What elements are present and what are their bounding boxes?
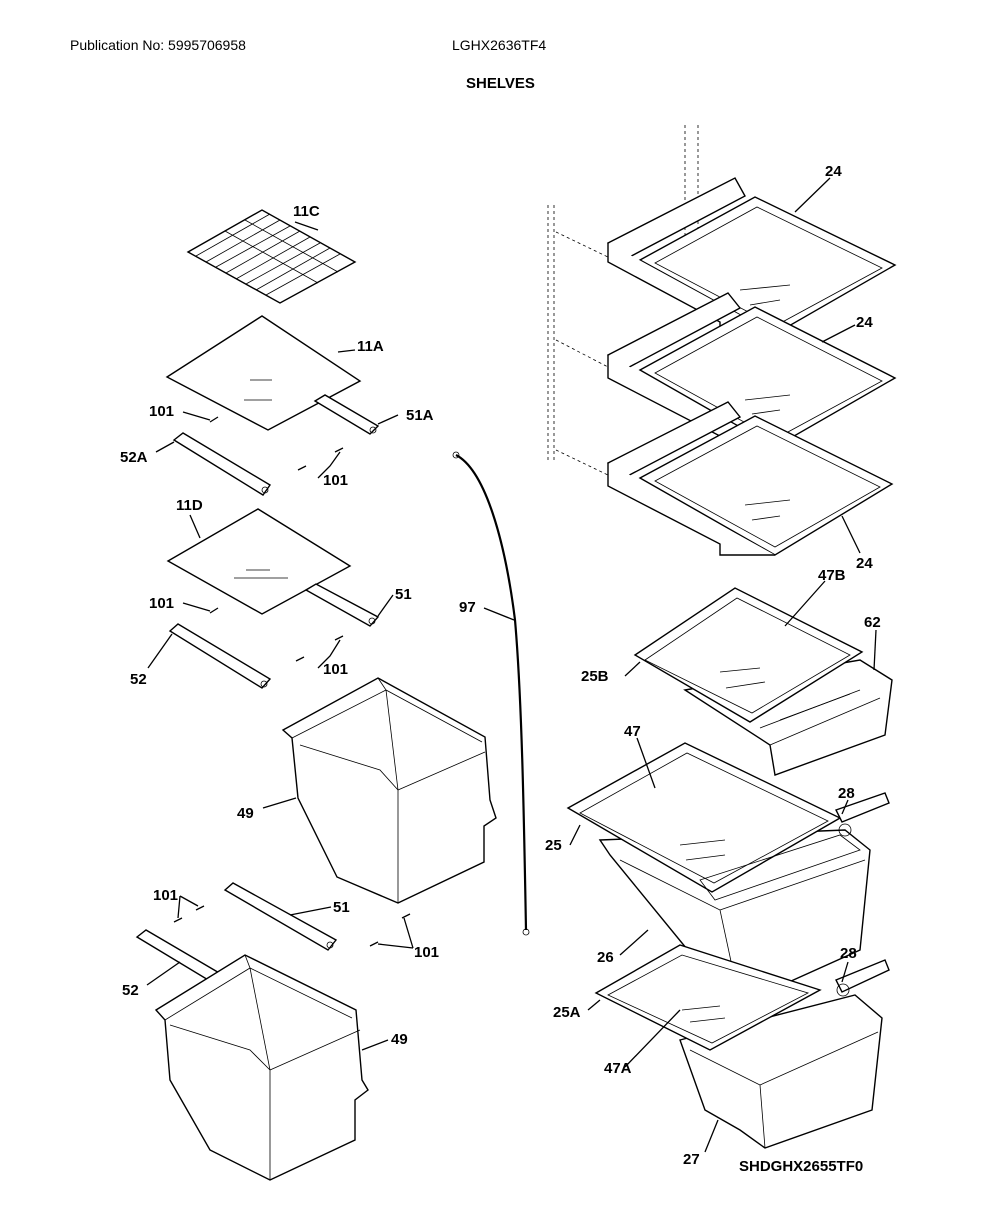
callout-101: 101 bbox=[149, 403, 174, 420]
rail-52a bbox=[172, 432, 272, 496]
shelf-24-middle bbox=[606, 292, 897, 448]
callout-52: 52 bbox=[130, 671, 147, 688]
callout-101: 101 bbox=[153, 887, 178, 904]
cabinet-rails bbox=[547, 125, 699, 477]
callout-47: 47 bbox=[624, 723, 641, 740]
publication-number: Publication No: 5995706958 bbox=[70, 37, 246, 53]
callout-11d: 11D bbox=[176, 497, 203, 514]
crisper-cover-47 bbox=[699, 834, 861, 901]
callout-51a: 51A bbox=[406, 407, 434, 424]
callout-97: 97 bbox=[459, 599, 476, 616]
bin-49-upper bbox=[281, 677, 497, 904]
tube-97 bbox=[455, 454, 528, 931]
glass-shelf-11d bbox=[166, 508, 352, 615]
callout-101: 101 bbox=[323, 661, 348, 678]
screws-101-upper bbox=[209, 416, 344, 471]
rail-51 bbox=[304, 583, 380, 627]
model-number: LGHX2636TF4 bbox=[452, 37, 547, 53]
callout-101: 101 bbox=[414, 944, 439, 961]
callout-47a: 47A bbox=[604, 1060, 632, 1077]
callout-26: 26 bbox=[597, 949, 614, 966]
crisper-cover-47b bbox=[633, 587, 864, 723]
callout-49: 49 bbox=[237, 805, 254, 822]
callout-27: 27 bbox=[683, 1151, 700, 1168]
bracket-28-upper bbox=[835, 792, 890, 837]
callout-labels: 11C 11A 101 51A 52A 101 11D 101 51 52 10… bbox=[120, 163, 881, 1168]
screws-101-middle bbox=[209, 607, 344, 662]
callout-49: 49 bbox=[391, 1031, 408, 1048]
callout-47b: 47B bbox=[818, 567, 846, 584]
callout-24: 24 bbox=[856, 555, 873, 572]
callout-24: 24 bbox=[856, 314, 873, 331]
callout-51: 51 bbox=[333, 899, 350, 916]
glass-shelf-11a bbox=[165, 315, 362, 431]
shelf-24-bottom bbox=[606, 401, 894, 556]
callout-28: 28 bbox=[840, 945, 857, 962]
rail-51a bbox=[313, 394, 380, 435]
diagram-code: SHDGHX2655TF0 bbox=[739, 1158, 864, 1175]
bracket-28-lower bbox=[835, 959, 890, 997]
callout-62: 62 bbox=[864, 614, 881, 631]
callout-101: 101 bbox=[149, 595, 174, 612]
callout-25: 25 bbox=[545, 837, 562, 854]
callout-101: 101 bbox=[323, 472, 348, 489]
page-title: SHELVES bbox=[466, 75, 535, 92]
callout-28: 28 bbox=[838, 785, 855, 802]
callout-25b: 25B bbox=[581, 668, 609, 685]
rail-52 bbox=[168, 623, 272, 689]
bin-49-lower bbox=[154, 954, 369, 1181]
callout-11a: 11A bbox=[357, 338, 384, 355]
screws-101-lower bbox=[173, 905, 411, 947]
callout-24: 24 bbox=[825, 163, 842, 180]
wire-shelf-11c bbox=[186, 209, 357, 304]
callout-51: 51 bbox=[395, 586, 412, 603]
rail-51-lower bbox=[223, 882, 338, 951]
leader-lines bbox=[146, 177, 877, 1153]
callout-25a: 25A bbox=[553, 1004, 581, 1021]
callout-52a: 52A bbox=[120, 449, 148, 466]
crisper-frame-25a bbox=[594, 944, 822, 1051]
callout-52: 52 bbox=[122, 982, 139, 999]
callout-11c: 11C bbox=[293, 203, 320, 220]
